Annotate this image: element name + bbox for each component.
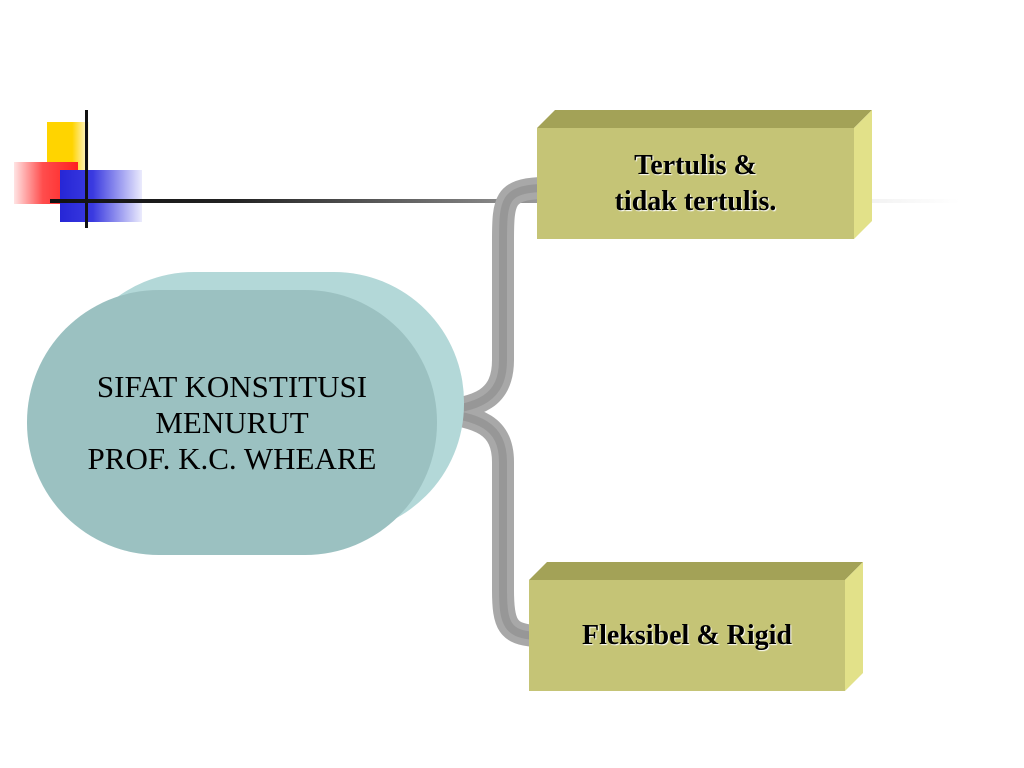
logo-blue-square bbox=[60, 170, 142, 222]
main-node-line3: PROF. K.C. WHEARE bbox=[87, 440, 377, 476]
top-box-bevel bbox=[537, 110, 872, 239]
main-node-line1: SIFAT KONSTITUSI bbox=[96, 368, 368, 404]
bottom-box-face: Fleksibel & Rigid bbox=[529, 580, 845, 691]
top-box-line2: tidak tertulis. bbox=[614, 185, 777, 217]
bottom-box-label: Fleksibel & Rigid bbox=[581, 619, 792, 651]
top-box-line1: Tertulis & bbox=[634, 149, 757, 181]
top-box: Tertulis & tidak tertulis. bbox=[537, 110, 872, 239]
main-node-line2: MENURUT bbox=[155, 404, 309, 440]
main-node: SIFAT KONSTITUSI MENURUT PROF. K.C. WHEA… bbox=[27, 290, 437, 555]
logo-vertical-line bbox=[85, 110, 88, 228]
bottom-box: Fleksibel & Rigid bbox=[529, 562, 863, 691]
top-box-face: Tertulis & tidak tertulis. bbox=[537, 128, 854, 239]
bottom-box-bevel bbox=[529, 562, 863, 691]
